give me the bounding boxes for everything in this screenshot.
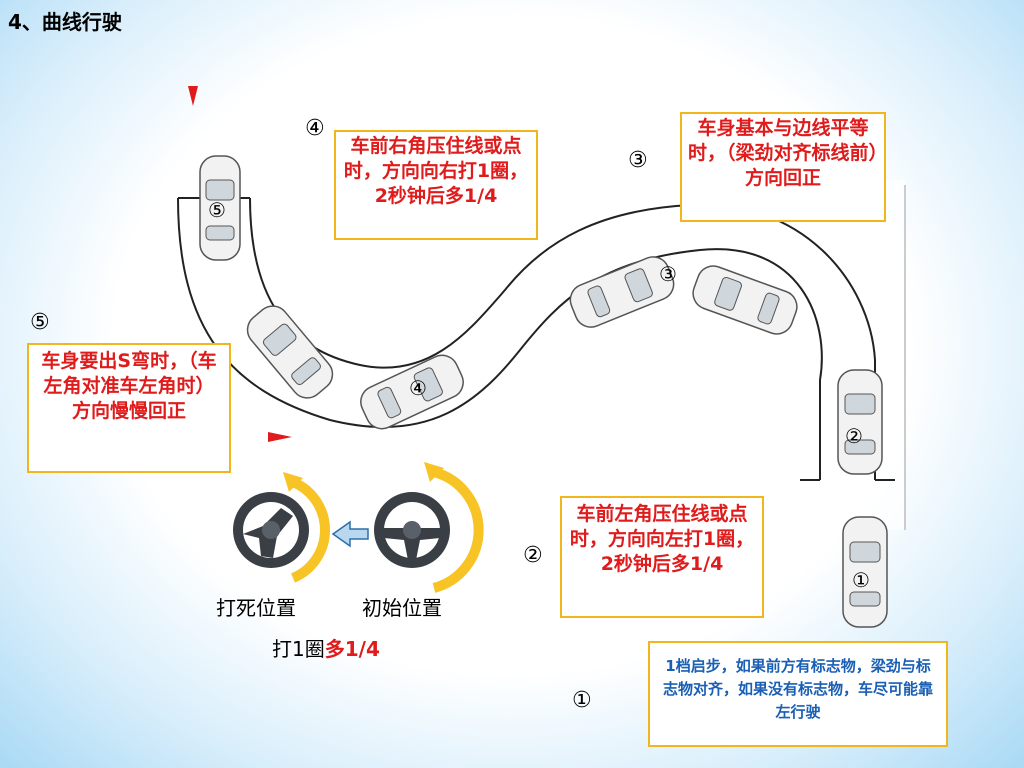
car-2 — [837, 369, 883, 475]
note-top-right: 车身基本与边线平等时，（梁劲对齐标线前）方向回正 — [680, 112, 886, 222]
marker-3-top: ③ — [628, 148, 648, 173]
label-initial: 初始位置 — [362, 596, 442, 620]
note-top-middle: 车前右角压住线或点时，方向向右打1圈，2秒钟后多1/4 — [334, 130, 538, 240]
steering-wheel-full-lock — [233, 472, 330, 583]
note-bottom-middle: 车前左角压住线或点时，方向向左打1圈，2秒钟后多1/4 — [560, 496, 764, 618]
label-turn: 打1圈多1/4 — [272, 633, 380, 662]
red-marker-top — [188, 86, 198, 106]
label-turn-suffix: 多1/4 — [324, 637, 380, 661]
car-label-2: ② — [845, 424, 863, 448]
note-left: 车身要出S弯时，（车左角对准车左角时）方向慢慢回正 — [27, 343, 231, 473]
page-title: 4、曲线行驶 — [8, 10, 122, 34]
car-label-5: ⑤ — [208, 198, 226, 222]
marker-2-mid: ② — [523, 543, 543, 568]
red-marker-left — [268, 432, 292, 442]
steering-wheel-initial — [374, 462, 484, 593]
marker-4-top: ④ — [305, 116, 325, 141]
label-turn-prefix: 打1圈 — [272, 637, 325, 661]
direction-arrow — [331, 520, 369, 548]
car-label-4: ④ — [409, 376, 427, 400]
road-outer-edge — [177, 197, 823, 480]
marker-5-left: ⑤ — [30, 310, 50, 335]
car-1 — [842, 516, 888, 628]
car-3a — [569, 256, 675, 328]
car-4a — [246, 305, 334, 399]
car-4b — [360, 354, 464, 430]
note-bottom-right: 1档启步，如果前方有标志物，梁劲与标志物对齐，如果没有标志物，车尽可能靠左行驶 — [648, 641, 948, 747]
car-5 — [199, 155, 241, 261]
marker-1-bottom: ① — [572, 688, 592, 713]
label-full-lock: 打死位置 — [216, 596, 296, 620]
car-label-1: ① — [852, 568, 870, 592]
car-3b — [692, 265, 798, 335]
car-label-3: ③ — [659, 262, 677, 286]
